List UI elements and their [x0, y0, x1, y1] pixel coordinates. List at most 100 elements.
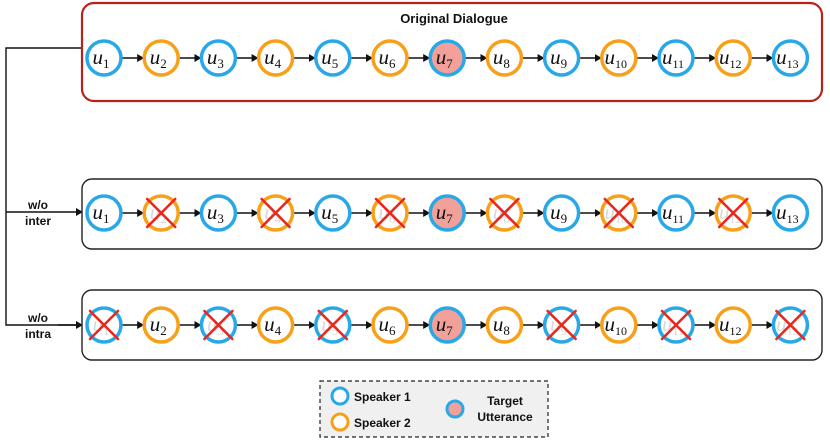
utterance-circle	[600, 306, 638, 344]
utterance-circle	[485, 39, 524, 77]
utterance-label: u10	[605, 312, 628, 338]
utterance-label: u11	[662, 45, 684, 71]
utterance-node: u1	[85, 194, 123, 232]
intra-label-line1: w/o	[27, 311, 48, 325]
removed-cross-icon	[603, 197, 635, 229]
utterance-node: u8	[485, 306, 524, 344]
utterance-circle	[657, 39, 695, 77]
utterance-label: u9	[550, 200, 567, 226]
utterance-node: u11	[657, 306, 695, 344]
intra-label-line2: intra	[25, 327, 51, 341]
utterance-circle	[428, 194, 466, 232]
utterance-circle	[542, 39, 581, 77]
removed-cross-icon	[317, 309, 349, 341]
utterance-node: u10	[600, 39, 638, 77]
utterance-node: u7	[428, 39, 466, 77]
utterance-node: u2	[142, 194, 180, 232]
removed-cross-icon	[203, 309, 234, 341]
legend-target-label-line1: Target	[487, 394, 523, 408]
utterance-node: u12	[714, 194, 752, 232]
utterance-circle	[657, 194, 695, 232]
utterance-node: u9	[542, 39, 581, 77]
utterance-circle	[199, 194, 238, 232]
utterance-circle	[714, 39, 752, 77]
utterance-label: u10	[605, 45, 628, 71]
utterance-label: u3	[207, 200, 224, 226]
utterance-label: u9	[550, 312, 567, 338]
utterance-circle	[428, 39, 466, 77]
utterance-label: u8	[493, 312, 510, 338]
utterance-label: u8	[493, 200, 510, 226]
removed-cross-icon	[145, 197, 177, 229]
utterance-label: u6	[379, 45, 397, 71]
utterance-node: u6	[371, 306, 409, 344]
legend-speaker2-icon	[330, 412, 350, 432]
utterance-node: u3	[199, 306, 238, 344]
utterance-circle	[542, 194, 581, 232]
utterance-circle	[142, 39, 180, 77]
utterance-node: u4	[256, 306, 295, 344]
utterance-label: u11	[662, 200, 684, 226]
utterance-label: u5	[321, 45, 338, 71]
utterance-circle	[714, 306, 752, 344]
removed-cross-icon	[374, 197, 406, 229]
utterance-circle	[485, 306, 524, 344]
utterance-circle	[428, 306, 466, 344]
utterance-circle	[314, 194, 352, 232]
legend-speaker1-icon	[330, 386, 350, 406]
removed-cross-icon	[775, 309, 806, 341]
utterance-label: u4	[264, 45, 282, 71]
branch-connector	[5, 47, 83, 329]
utterance-label: u1	[93, 312, 110, 338]
utterance-node: u6	[371, 39, 409, 77]
utterance-label: u3	[207, 312, 224, 338]
utterance-node: u4	[256, 39, 295, 77]
utterance-label: u6	[379, 312, 397, 338]
utterance-node: u2	[142, 306, 180, 344]
utterance-circle	[771, 194, 810, 232]
utterance-label: u13	[776, 200, 799, 226]
utterance-label: u2	[150, 312, 167, 338]
utterance-node: u1	[85, 39, 123, 77]
utterance-circle	[371, 39, 409, 77]
utterance-label: u13	[776, 45, 799, 71]
utterance-node: u7	[428, 194, 466, 232]
utterance-label: u7	[436, 45, 454, 71]
original-dialogue-title: Original Dialogue	[400, 11, 508, 26]
legend-box	[319, 380, 549, 438]
utterance-node: u5	[314, 194, 352, 232]
utterance-node: u12	[714, 306, 752, 344]
utterance-circle	[199, 39, 238, 77]
utterance-label: u2	[150, 200, 167, 226]
utterance-circle	[256, 39, 295, 77]
utterance-circle	[256, 306, 295, 344]
utterance-circle	[771, 39, 810, 77]
utterance-label: u4	[264, 200, 282, 226]
inter-label-line1: w/o	[27, 198, 48, 212]
utterance-circle	[314, 39, 352, 77]
utterance-node: u8	[485, 39, 524, 77]
utterance-node: u3	[199, 194, 238, 232]
utterance-circle	[371, 306, 409, 344]
utterance-node: u5	[314, 306, 352, 344]
legend-speaker1-label: Speaker 1	[354, 390, 411, 404]
inter-label-line2: inter	[25, 214, 51, 228]
utterance-label: u3	[207, 45, 224, 71]
utterance-node: u10	[600, 194, 638, 232]
utterance-node: u11	[657, 194, 695, 232]
utterance-node: u3	[199, 39, 238, 77]
utterance-label: u9	[550, 45, 567, 71]
utterance-node: u7	[428, 306, 466, 344]
utterance-label: u2	[150, 45, 167, 71]
removed-cross-icon	[717, 197, 749, 229]
utterance-label: u1	[93, 200, 110, 226]
utterance-label: u5	[321, 312, 338, 338]
utterance-node: u6	[371, 194, 409, 232]
removed-cross-icon	[660, 309, 692, 341]
utterance-label: u5	[321, 200, 338, 226]
removed-cross-icon	[88, 309, 120, 341]
utterance-node: u9	[542, 306, 581, 344]
